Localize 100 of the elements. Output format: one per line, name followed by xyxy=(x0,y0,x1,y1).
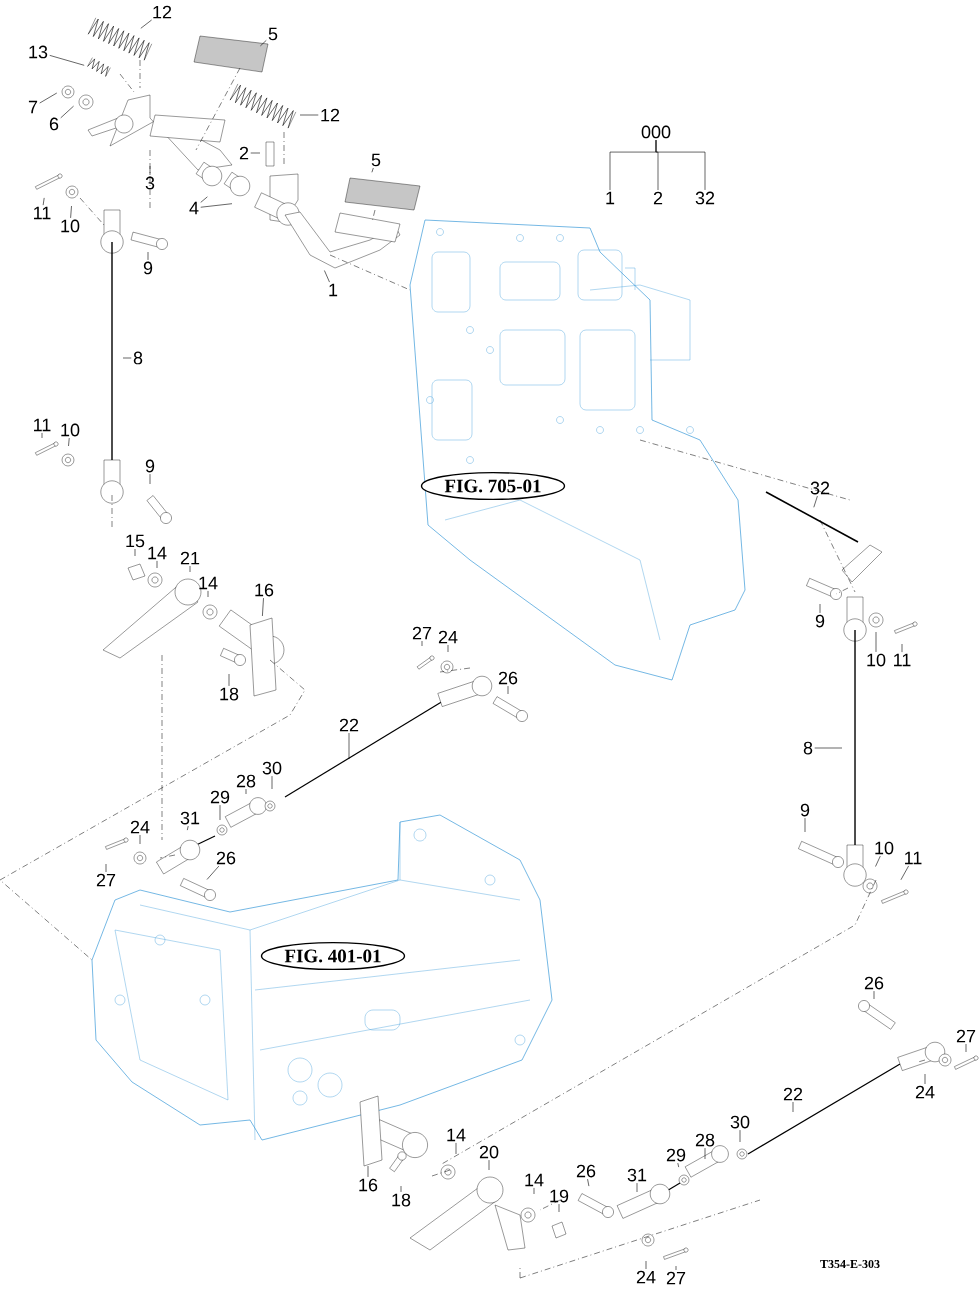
callout-number: 15 xyxy=(126,534,145,548)
leader-line xyxy=(901,643,903,653)
callout-number: 8 xyxy=(133,351,143,365)
callout-number: 28 xyxy=(236,774,256,788)
leader-line xyxy=(507,685,509,695)
leader-line xyxy=(675,1265,677,1271)
callout-number: 14 xyxy=(199,576,218,590)
leader-line xyxy=(739,1129,741,1143)
callout-number: 14 xyxy=(447,1128,466,1142)
leader-line xyxy=(140,19,152,29)
callout-number: 14 xyxy=(148,546,167,560)
leader-line xyxy=(371,167,374,173)
figure-reference: FIG. 401-01 xyxy=(260,941,406,971)
callout-number: 26 xyxy=(216,851,236,865)
leader-line xyxy=(147,251,149,261)
callout-number: 8 xyxy=(803,741,813,755)
callout-number: 19 xyxy=(550,1189,569,1203)
leader-line xyxy=(400,1185,402,1193)
tree-line xyxy=(655,139,706,191)
callout-number: 31 xyxy=(180,811,200,825)
leader-line xyxy=(200,196,208,203)
callout-number: 29 xyxy=(666,1148,686,1162)
leader-line xyxy=(42,197,45,206)
callout-number: 27 xyxy=(666,1271,686,1285)
callout-number: 14 xyxy=(525,1173,544,1187)
tree-number: 000 xyxy=(641,125,671,139)
tree-number: 32 xyxy=(695,191,715,205)
leader-line xyxy=(207,590,209,598)
callout-number: 11 xyxy=(34,418,51,432)
leader-line xyxy=(965,1043,967,1053)
leader-line xyxy=(447,644,449,653)
callout-number: 6 xyxy=(49,117,59,131)
leader-line xyxy=(262,597,264,617)
leader-line xyxy=(39,92,58,104)
callout-number: 24 xyxy=(130,820,150,834)
leader-line xyxy=(819,603,821,614)
leader-line xyxy=(367,1165,369,1178)
callout-number: 32 xyxy=(810,481,830,495)
callout-number: 26 xyxy=(576,1164,596,1178)
leader-line xyxy=(677,1162,679,1168)
leader-line xyxy=(68,437,70,447)
leader-line xyxy=(645,1260,647,1270)
callout-number: 3 xyxy=(145,176,155,190)
callout-number: 5 xyxy=(371,153,381,167)
leader-line xyxy=(134,548,136,557)
leader-line xyxy=(348,732,350,760)
leader-line xyxy=(49,55,85,66)
callout-number: 11 xyxy=(34,206,51,220)
callout-number: 29 xyxy=(210,790,230,804)
leader-line xyxy=(455,1142,457,1155)
leader-line xyxy=(228,673,230,687)
leader-line xyxy=(488,1159,490,1171)
callout-number: 9 xyxy=(815,614,825,628)
leader-line xyxy=(636,1182,638,1193)
callout-number: 11 xyxy=(894,653,911,667)
leader-line xyxy=(873,990,875,1000)
leader-line xyxy=(813,495,818,508)
leader-line xyxy=(587,1178,590,1187)
callout-number: 16 xyxy=(359,1178,378,1192)
callout-number: 18 xyxy=(220,687,239,701)
callout-number: 26 xyxy=(498,671,518,685)
leader-line xyxy=(533,1187,535,1195)
leader-line xyxy=(792,1101,794,1113)
leader-line xyxy=(814,747,843,749)
leader-line xyxy=(60,105,74,119)
callout-number: 16 xyxy=(255,583,274,597)
tree-number: 1 xyxy=(606,191,615,205)
leader-line xyxy=(149,165,151,176)
leader-line xyxy=(156,560,158,569)
callout-number: 18 xyxy=(392,1193,411,1207)
leader-line xyxy=(704,1147,706,1160)
leader-line xyxy=(139,834,141,845)
callout-number: 10 xyxy=(61,423,80,437)
callout-number: 26 xyxy=(864,976,884,990)
callout-number: 12 xyxy=(321,108,340,122)
leader-line xyxy=(149,473,151,485)
leader-line xyxy=(122,357,132,359)
callout-number: 30 xyxy=(262,761,282,775)
leader-line xyxy=(299,114,319,116)
leader-line xyxy=(105,863,107,873)
leader-line xyxy=(875,631,877,653)
leader-line xyxy=(187,825,189,831)
leader-line xyxy=(200,203,233,208)
callout-number: 12 xyxy=(153,5,172,19)
callout-number: 24 xyxy=(636,1270,656,1284)
leader-line xyxy=(206,865,220,880)
callout-number: 22 xyxy=(339,718,359,732)
callout-number: 24 xyxy=(915,1085,935,1099)
callout-number: 10 xyxy=(61,219,80,233)
callout-number: 10 xyxy=(875,841,894,855)
callout-number: 5 xyxy=(268,27,278,41)
leader-line xyxy=(324,270,330,283)
leader-line xyxy=(924,1073,926,1085)
leader-line xyxy=(875,855,881,867)
callout-number: 10 xyxy=(867,653,886,667)
leader-line xyxy=(271,775,273,790)
callout-number: 2 xyxy=(239,146,249,160)
callout-number: 31 xyxy=(627,1168,647,1182)
callout-number: 7 xyxy=(28,100,38,114)
leader-line xyxy=(219,804,221,821)
